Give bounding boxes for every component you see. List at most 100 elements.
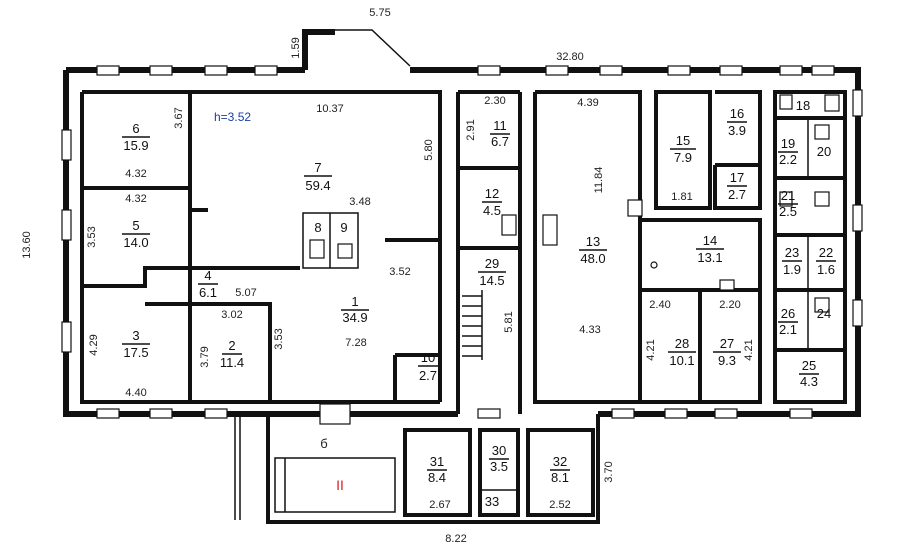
dimension-overall-width: 32.80 xyxy=(556,51,584,63)
room-number: 26 xyxy=(781,306,795,321)
svg-text:4.29: 4.29 xyxy=(88,334,100,355)
room-number: 6 xyxy=(132,121,139,136)
svg-text:3.02: 3.02 xyxy=(221,309,242,321)
room-area: 15.9 xyxy=(123,138,148,153)
svg-text:2.52: 2.52 xyxy=(549,499,570,511)
svg-text:3.48: 3.48 xyxy=(349,196,370,208)
svg-text:10.37: 10.37 xyxy=(316,103,344,115)
room-number: 28 xyxy=(675,336,689,351)
room-area: 3.9 xyxy=(728,123,746,138)
dimensions: 5.75 32.80 13.60 1.59 8.22 3.70 h=3.52 3… xyxy=(21,7,755,545)
room-number: 22 xyxy=(819,245,833,260)
room-area: 9.3 xyxy=(718,353,736,368)
room-area: 13.1 xyxy=(697,250,722,265)
room-area: 14.5 xyxy=(479,273,504,288)
room-number: 21 xyxy=(781,188,795,203)
room-number: 9 xyxy=(340,220,347,235)
room-number: 4 xyxy=(204,268,211,283)
windows xyxy=(61,65,863,419)
svg-text:7.28: 7.28 xyxy=(345,337,366,349)
room-number: 31 xyxy=(430,454,444,469)
svg-text:4.32: 4.32 xyxy=(125,168,146,180)
room-number: 20 xyxy=(817,144,831,159)
room-number: 2 xyxy=(228,338,235,353)
svg-text:2.91: 2.91 xyxy=(465,119,477,140)
room-area: 2.7 xyxy=(419,368,437,383)
svg-text:2.40: 2.40 xyxy=(649,299,670,311)
room-number: 3 xyxy=(132,328,139,343)
interior-walls xyxy=(80,90,847,517)
dimension-bottom-right: 3.70 xyxy=(603,461,615,482)
room-number: 23 xyxy=(785,245,799,260)
room-number: 11 xyxy=(493,118,507,133)
svg-text:4.39: 4.39 xyxy=(577,97,598,109)
outer-walls xyxy=(63,29,861,524)
svg-text:4.21: 4.21 xyxy=(743,339,755,360)
room-area: 2.1 xyxy=(779,322,797,337)
svg-text:3.53: 3.53 xyxy=(86,226,98,247)
fixtures xyxy=(309,94,840,425)
room-area: 1.9 xyxy=(783,262,801,277)
svg-text:4.21: 4.21 xyxy=(645,339,657,360)
room-area: 48.0 xyxy=(580,251,605,266)
room-area: 59.4 xyxy=(305,178,330,193)
dimension-bottom-width: 8.22 xyxy=(445,533,466,545)
svg-text:3.67: 3.67 xyxy=(173,107,185,128)
room-labels: 6 15.9 5 14.0 3 17.5 4 6.1 2 11.4 7 59.4… xyxy=(123,98,835,509)
label-underlines xyxy=(122,121,836,471)
room-number: 12 xyxy=(485,186,499,201)
room-number: 13 xyxy=(586,234,600,249)
svg-text:5.81: 5.81 xyxy=(503,311,515,332)
room-area: 1.6 xyxy=(817,262,835,277)
room-area: 3.5 xyxy=(490,459,508,474)
svg-text:2.20: 2.20 xyxy=(719,299,740,311)
room-number: 14 xyxy=(703,233,717,248)
room-number: 18 xyxy=(796,98,810,113)
room-area: 17.5 xyxy=(123,345,148,360)
room-area: 34.9 xyxy=(342,310,367,325)
room-area: 10.1 xyxy=(669,353,694,368)
room-number: 33 xyxy=(485,494,499,509)
ceiling-height-label: h=3.52 xyxy=(214,110,251,124)
room-number: 7 xyxy=(314,160,321,175)
room-area: 2.7 xyxy=(728,187,746,202)
zone-labels: б II xyxy=(320,436,344,493)
room-number: 8 xyxy=(314,220,321,235)
svg-text:4.32: 4.32 xyxy=(125,193,146,205)
room-number: 1 xyxy=(351,294,358,309)
room-area: 6.7 xyxy=(491,134,509,149)
dimension-stair-depth: 1.59 xyxy=(290,37,302,58)
room-area: 8.1 xyxy=(551,470,569,485)
room-number: 25 xyxy=(802,358,816,373)
room-area: 8.4 xyxy=(428,470,446,485)
svg-text:4.33: 4.33 xyxy=(579,324,600,336)
room-area: 7.9 xyxy=(674,150,692,165)
room-area: 4.5 xyxy=(483,203,501,218)
room-number: 15 xyxy=(676,133,690,148)
room-area: 6.1 xyxy=(199,285,217,300)
room-number: 17 xyxy=(730,170,744,185)
room-number: 32 xyxy=(553,454,567,469)
dimension-top-stair: 5.75 xyxy=(369,7,390,19)
room-area: 4.3 xyxy=(800,374,818,389)
svg-text:4.40: 4.40 xyxy=(125,387,146,399)
room-number: 24 xyxy=(817,306,831,321)
room-number: 19 xyxy=(781,136,795,151)
room-number: 29 xyxy=(485,256,499,271)
room-number: 30 xyxy=(492,443,506,458)
room-area: 14.0 xyxy=(123,235,148,250)
svg-text:11.84: 11.84 xyxy=(593,167,605,194)
svg-text:3.53: 3.53 xyxy=(273,328,285,349)
room-number: 10 xyxy=(421,350,435,365)
room-number: 16 xyxy=(730,106,744,121)
svg-text:1.81: 1.81 xyxy=(671,191,692,203)
svg-text:3.79: 3.79 xyxy=(199,346,211,367)
room-number: 5 xyxy=(132,218,139,233)
room-area: 2.5 xyxy=(779,204,797,219)
svg-text:5.07: 5.07 xyxy=(235,287,256,299)
room-area: 2.2 xyxy=(779,152,797,167)
vestibule-label: б xyxy=(320,436,327,451)
svg-text:2.67: 2.67 xyxy=(429,499,450,511)
room-area: 11.4 xyxy=(220,355,244,370)
